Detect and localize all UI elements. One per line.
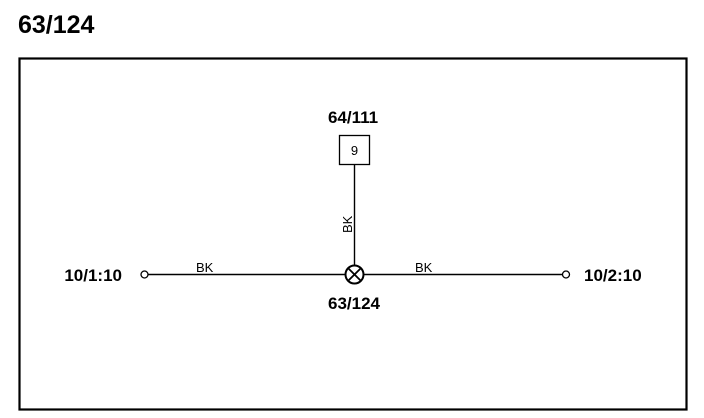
right-wire-color: BK: [415, 260, 433, 275]
diagram-frame: [18, 57, 688, 411]
vertical-wire-color: BK: [340, 215, 355, 233]
left-terminal-icon: [140, 270, 149, 279]
top-connector-pin: 9: [351, 143, 358, 158]
splice-icon: [344, 264, 365, 285]
right-terminal-icon: [561, 270, 571, 279]
left-wire-color: BK: [196, 260, 214, 275]
splice-label: 63/124: [328, 294, 381, 313]
left-terminal-label: 10/1:10: [64, 266, 122, 285]
right-terminal-label: 10/2:10: [584, 266, 642, 285]
page-title: 63/124: [18, 11, 95, 39]
top-connector-label: 64/111: [328, 108, 378, 127]
